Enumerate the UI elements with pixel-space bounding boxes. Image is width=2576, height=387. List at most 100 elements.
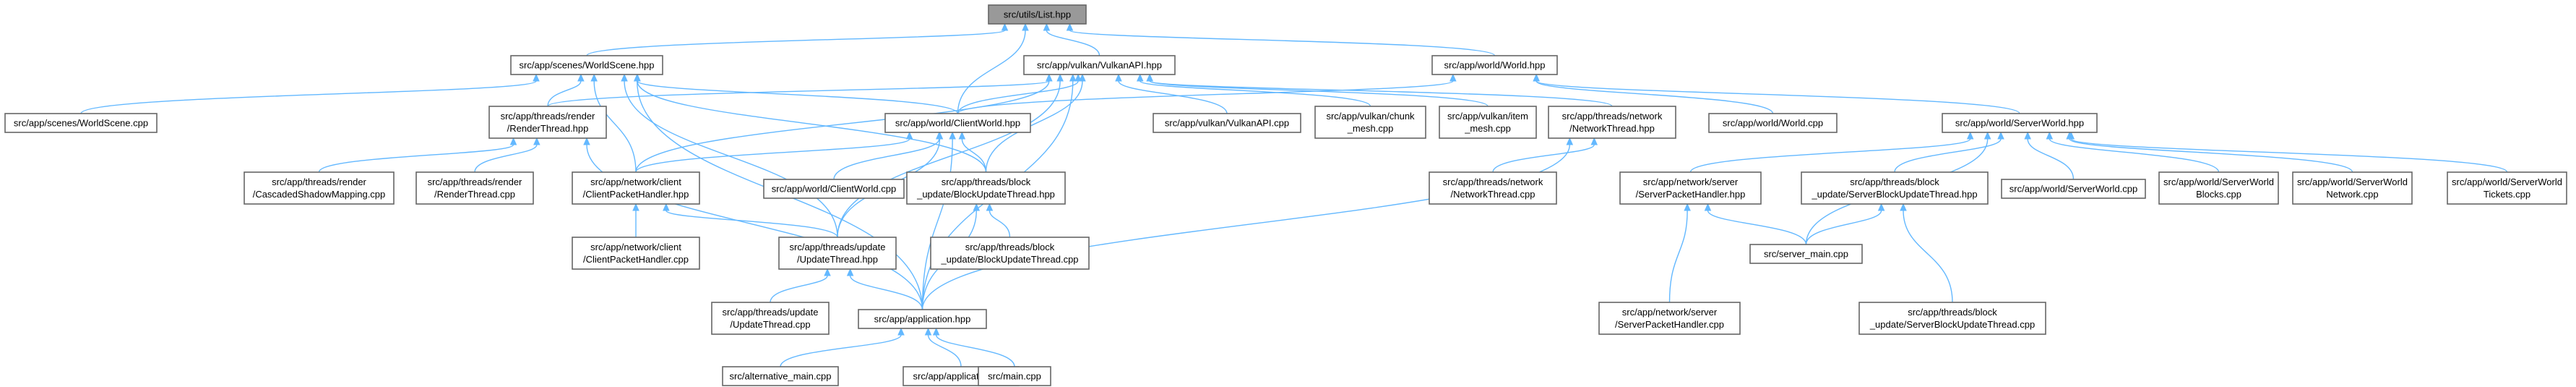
- node-label: /ClientPacketHandler.hpp: [583, 189, 689, 200]
- node-serverpackethandler-hpp[interactable]: src/app/network/server/ServerPacketHandl…: [1619, 171, 1762, 205]
- edge-serverblockupdatethread_hpp-to-serverworld_hpp: [1894, 131, 2004, 173]
- edge-vulkanapi_hpp-to-list: [1043, 22, 1100, 56]
- node-clientworld-hpp[interactable]: src/app/world/ClientWorld.hpp: [884, 113, 1031, 133]
- node-box: [711, 302, 830, 335]
- node-renderthread-hpp[interactable]: src/app/threads/render/RenderThread.hpp: [488, 106, 607, 139]
- edge-worldscene_hpp-to-list: [586, 22, 1009, 56]
- node-box: [1708, 113, 1838, 133]
- node-box: [572, 171, 700, 205]
- node-label: src/app/scenes/WorldScene.cpp: [14, 118, 148, 129]
- edge-alternative_main_cpp-to-application_hpp: [780, 327, 905, 367]
- node-serverblockupdatethread-hpp[interactable]: src/app/threads/block_update/ServerBlock…: [1801, 171, 1989, 205]
- node-alternative-main-cpp[interactable]: src/alternative_main.cpp: [722, 366, 839, 386]
- node-serverblockupdatethread-cpp[interactable]: src/app/threads/block_update/ServerBlock…: [1858, 302, 2046, 335]
- edge-blockupdatethread_hpp-to-clientworld_hpp: [958, 131, 987, 173]
- node-list[interactable]: src/utils/List.hpp: [988, 4, 1087, 25]
- edge-serverworld_hpp-to-world_hpp: [1533, 73, 2020, 114]
- node-label: src/utils/List.hpp: [1004, 9, 1071, 20]
- node-box: [1023, 55, 1176, 75]
- node-vulkanapi-cpp[interactable]: src/app/vulkan/VulkanAPI.cpp: [1153, 113, 1301, 133]
- node-label: src/app/world/ServerWorld: [2452, 177, 2562, 187]
- node-item-mesh-cpp[interactable]: src/app/vulkan/item_mesh.cpp: [1439, 106, 1537, 139]
- node-label: src/app/network/server: [1643, 177, 1739, 187]
- node-vulkanapi-hpp[interactable]: src/app/vulkan/VulkanAPI.hpp: [1023, 55, 1176, 75]
- node-box: [2158, 171, 2279, 205]
- node-main-cpp[interactable]: src/main.cpp: [978, 366, 1051, 386]
- node-box: [1548, 106, 1676, 139]
- node-clientpackethandler-hpp[interactable]: src/app/network/client/ClientPacketHandl…: [572, 171, 700, 205]
- node-renderthread-cpp[interactable]: src/app/threads/render/RenderThread.cpp: [415, 171, 534, 205]
- node-box: [722, 366, 839, 386]
- node-clientpackethandler-cpp[interactable]: src/app/network/client/ClientPacketHandl…: [572, 237, 700, 270]
- node-serverworld-cpp[interactable]: src/app/world/ServerWorld.cpp: [2001, 179, 2146, 199]
- node-box: [1749, 244, 1863, 264]
- node-label: _mesh.cpp: [1347, 123, 1394, 134]
- edge-clientpackethandler_hpp-to-vulkanapi_hpp: [635, 73, 1053, 173]
- node-box: [1429, 171, 1557, 205]
- edge-clientworld_hpp-to-worldscene_hpp: [634, 73, 959, 114]
- node-box: [510, 55, 663, 75]
- node-serverworld-hpp[interactable]: src/app/world/ServerWorld.hpp: [1942, 113, 2098, 133]
- edge-application_cpp-to-application_hpp: [924, 327, 962, 367]
- node-label: src/app/threads/block: [1908, 307, 1997, 318]
- node-label: src/app/threads/render: [272, 177, 366, 187]
- node-serverpackethandler-cpp[interactable]: src/app/network/server/ServerPacketHandl…: [1598, 302, 1741, 335]
- edge-renderthread_hpp-to-worldscene_hpp: [547, 73, 585, 107]
- node-label: src/app/world/World.cpp: [1723, 118, 1823, 129]
- node-label: src/app/world/World.hpp: [1444, 60, 1546, 71]
- node-label: src/app/threads/network: [1562, 111, 1663, 122]
- edge-updatethread_cpp-to-updatethread_hpp: [770, 268, 831, 303]
- node-label: /UpdateThread.hpp: [797, 254, 878, 265]
- node-label: src/app/threads/block: [942, 177, 1031, 187]
- node-box: [2292, 171, 2413, 205]
- edge-item_mesh_cpp-to-vulkanapi_hpp: [1146, 73, 1489, 107]
- node-label: src/app/world/ClientWorld.cpp: [772, 184, 896, 195]
- node-updatethread-hpp[interactable]: src/app/threads/update/UpdateThread.hpp: [778, 237, 897, 270]
- node-label: /RenderThread.cpp: [434, 189, 515, 200]
- edge-server_main_cpp-to-serverpackethandler_hpp: [1704, 203, 1807, 245]
- edge-clientpackethandler_hpp-to-clientworld_hpp: [635, 131, 913, 173]
- edge-worldscene_cpp-to-worldscene_hpp: [80, 73, 540, 114]
- edge-serverpackethandler_hpp-to-serverworld_hpp: [1689, 131, 1974, 173]
- node-worldscene-hpp[interactable]: src/app/scenes/WorldScene.hpp: [510, 55, 663, 75]
- node-box: [778, 237, 897, 270]
- node-label: src/app/threads/update: [790, 242, 886, 252]
- edge-updatethread_hpp-to-clientpackethandler_hpp: [663, 203, 838, 238]
- node-networkthread-hpp[interactable]: src/app/threads/network/NetworkThread.hp…: [1548, 106, 1676, 139]
- edge-serverblockupdatethread_cpp-to-serverblockupdatethread_hpp: [1900, 203, 1953, 303]
- node-networkthread-cpp[interactable]: src/app/threads/network/NetworkThread.cp…: [1429, 171, 1557, 205]
- node-blockupdatethread-cpp[interactable]: src/app/threads/block_update/BlockUpdate…: [930, 237, 1090, 270]
- node-label: src/app/vulkan/item: [1447, 111, 1528, 122]
- node-label: src/app/threads/render: [428, 177, 522, 187]
- edge-blockupdatethread_hpp-to-vulkanapi_hpp: [985, 73, 1086, 173]
- node-updatethread-cpp[interactable]: src/app/threads/update/UpdateThread.cpp: [711, 302, 830, 335]
- node-label: src/app/threads/network: [1443, 177, 1543, 187]
- node-application-hpp[interactable]: src/app/application.hpp: [858, 309, 987, 329]
- node-clientworld-cpp[interactable]: src/app/world/ClientWorld.cpp: [763, 179, 905, 199]
- node-label: _update/ServerBlockUpdateThread.cpp: [1869, 319, 2035, 330]
- node-label: Blocks.cpp: [2196, 189, 2241, 200]
- node-box: [858, 309, 987, 329]
- node-server-main-cpp[interactable]: src/server_main.cpp: [1749, 244, 1863, 264]
- node-box: [906, 171, 1066, 205]
- node-box: [4, 113, 158, 133]
- node-label: src/main.cpp: [988, 371, 1041, 382]
- node-label: src/app/world/ClientWorld.hpp: [895, 118, 1020, 129]
- edge-application_hpp-to-renderthread_hpp: [583, 137, 923, 310]
- node-world-hpp[interactable]: src/app/world/World.hpp: [1431, 55, 1558, 75]
- edge-chunk_mesh_cpp-to-vulkanapi_hpp: [1136, 73, 1371, 107]
- edge-server_main_cpp-to-serverblockupdatethread_hpp: [1805, 203, 1885, 245]
- node-cascaded-cpp[interactable]: src/app/threads/render/CascadedShadowMap…: [244, 171, 395, 205]
- node-box: [1439, 106, 1537, 139]
- node-label: _update/ServerBlockUpdateThread.hpp: [1811, 189, 1977, 200]
- node-worldscene-cpp[interactable]: src/app/scenes/WorldScene.cpp: [4, 113, 158, 133]
- edge-networkthread_hpp-to-vulkanapi_hpp: [1146, 73, 1613, 107]
- edge-updatethread_hpp-to-vulkanapi_hpp: [837, 73, 1064, 238]
- node-box: [988, 4, 1087, 25]
- node-world-cpp[interactable]: src/app/world/World.cpp: [1708, 113, 1838, 133]
- node-chunk-mesh-cpp[interactable]: src/app/vulkan/chunk_mesh.cpp: [1314, 106, 1426, 139]
- node-blockupdatethread-hpp[interactable]: src/app/threads/block_update/BlockUpdate…: [906, 171, 1066, 205]
